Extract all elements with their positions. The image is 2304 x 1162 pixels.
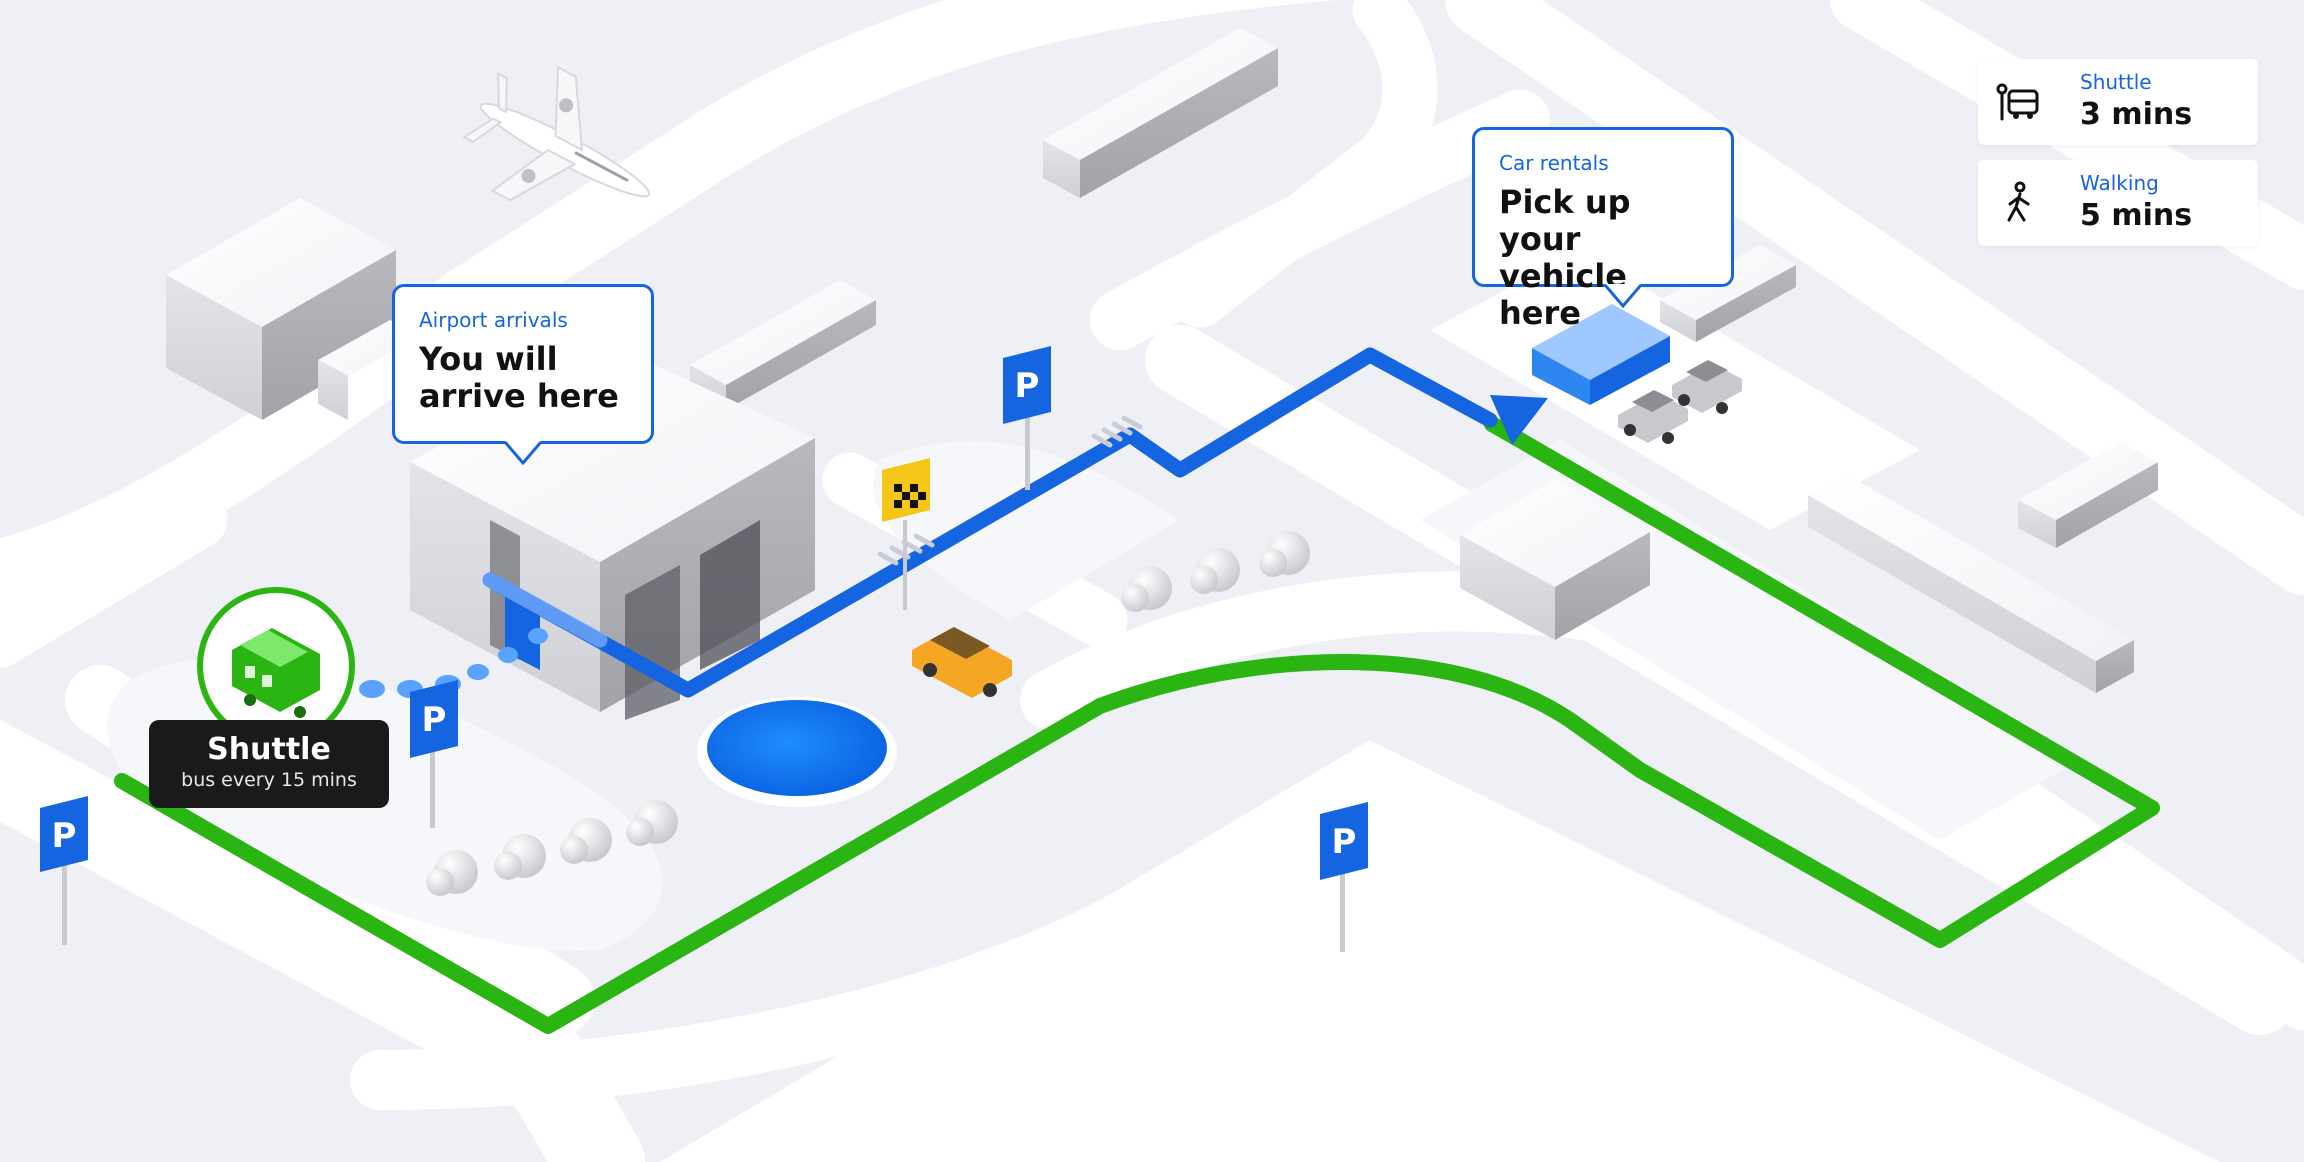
shuttle-badge-subtitle: bus every 15 mins (181, 769, 357, 791)
taxi-car (912, 627, 1012, 698)
plaza-south (660, 740, 2220, 1162)
parking-sign-1-letter: P (52, 816, 77, 856)
rentals-callout: Car rentals Pick up your vehicle here (1472, 127, 1734, 332)
rentals-callout-label: Car rentals (1499, 151, 1609, 175)
rentals-callout-title-line1: Pick up your (1499, 183, 1631, 258)
rental-car-1 (1618, 390, 1688, 444)
building-north (1043, 28, 1278, 198)
walking-person-icon (2007, 181, 2030, 222)
parking-sign-3-letter: P (1015, 366, 1040, 406)
shuttle-route-line (114, 416, 2160, 1034)
shuttle-badge: Shuttle bus every 15 mins (149, 720, 389, 808)
parking-sign-3: P (1003, 346, 1051, 490)
arrivals-callout-title-line1: You will (419, 340, 558, 378)
crosswalk-marks (877, 415, 1143, 566)
trees-southwest (426, 800, 678, 896)
rentals-callout-title-line2: vehicle here (1499, 257, 1627, 332)
parking-sign-4: P (1320, 802, 1368, 952)
legend-shuttle-value: 3 mins (2080, 97, 2193, 132)
legend-walking-label: Walking (2080, 171, 2159, 195)
arrivals-callout: Airport arrivals You will arrive here (392, 284, 654, 465)
fountain-pool (697, 697, 897, 807)
trees-center (1121, 531, 1310, 612)
taxi-island (872, 441, 1180, 620)
arrivals-callout-label: Airport arrivals (419, 308, 568, 332)
arrivals-callout-title-line2: arrive here (419, 377, 619, 415)
taxi-stand-sign (882, 458, 930, 610)
legend-walking-card: Walking 5 mins (1978, 160, 2258, 246)
building-east-small (2018, 442, 2158, 548)
parking-sign-4-letter: P (1332, 822, 1357, 862)
airplane (462, 65, 651, 202)
rentals-callout-pointer (1605, 284, 1641, 308)
building-east-long (1808, 474, 2134, 693)
walking-route-line (482, 347, 1498, 698)
shuttle-dotted-path (359, 628, 548, 698)
parking-sign-2: P (410, 680, 458, 828)
parking-sign-1: P (40, 796, 88, 945)
building-east-mid (1460, 480, 1650, 640)
legend-shuttle-label: Shuttle (2080, 70, 2152, 94)
building-terminal-west (166, 198, 420, 420)
rental-car-2 (1672, 360, 1742, 414)
walking-route-arrow (1490, 395, 1548, 445)
walking-route-indoor (482, 572, 608, 648)
shuttle-badge-title: Shuttle (207, 732, 331, 767)
legend-shuttle-card: Shuttle 3 mins (1978, 59, 2258, 145)
arrivals-callout-pointer (505, 441, 541, 465)
legend-walking-value: 5 mins (2080, 198, 2193, 233)
bus-stop-icon (1996, 83, 2039, 121)
car-rental-office (1532, 304, 1670, 405)
parking-sign-2-letter: P (422, 700, 447, 740)
